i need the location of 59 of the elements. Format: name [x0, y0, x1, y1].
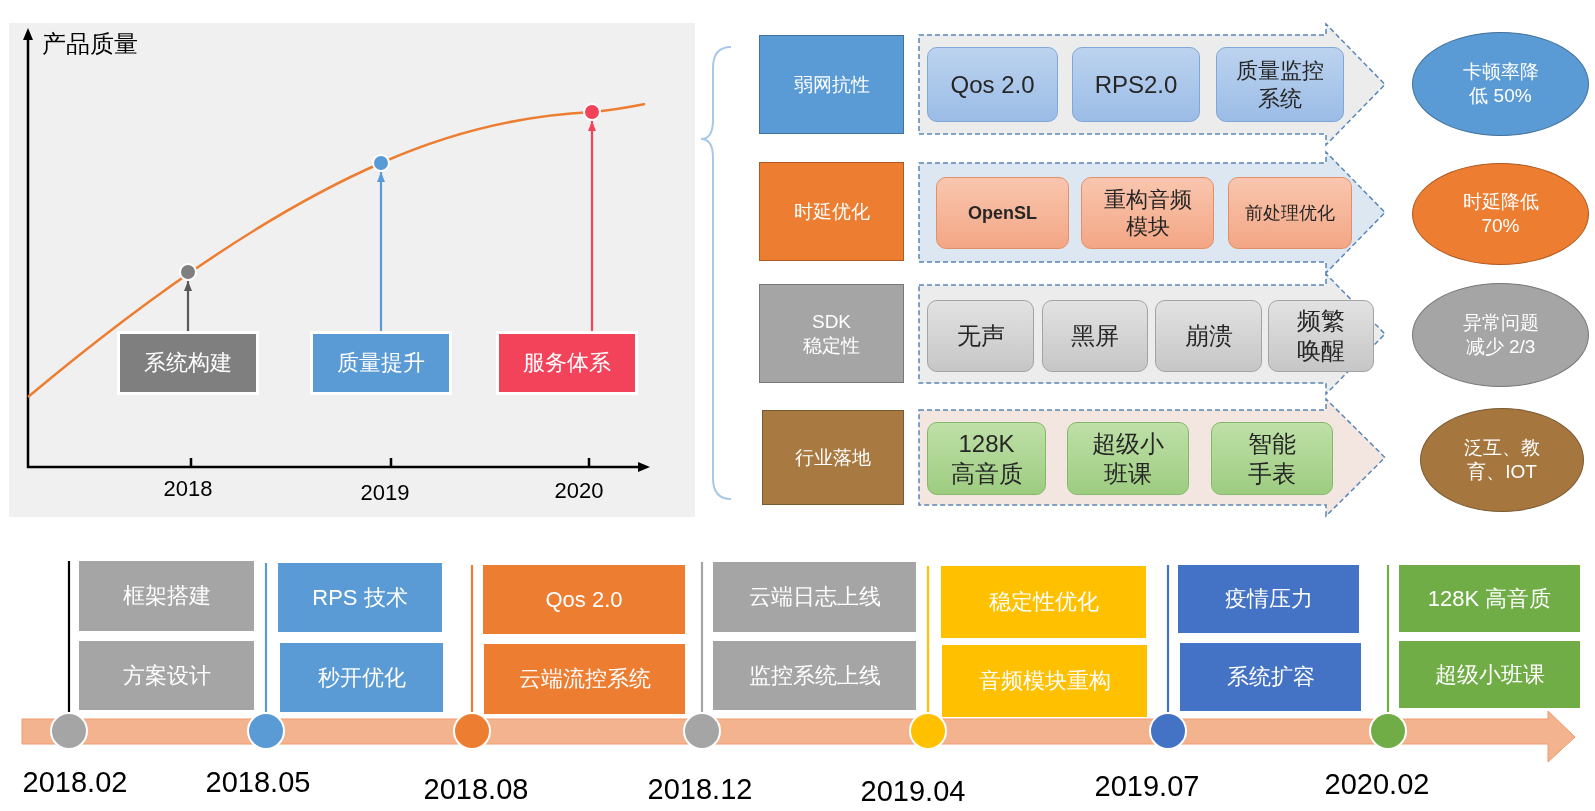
date-label: 2019.07: [1094, 772, 1200, 801]
milestone-box: 超级小班课: [1399, 641, 1580, 708]
result-ellipse: 时延降低 70%: [1412, 163, 1589, 265]
date-label: 2018.08: [423, 775, 529, 804]
result-ellipse: 异常问题减少 2/3: [1412, 283, 1589, 387]
stage-box: 系统构建: [117, 331, 259, 395]
feature-box: Qos 2.0: [927, 47, 1058, 122]
feature-box: 128K 高音质: [927, 422, 1046, 495]
milestone-box: 秒开优化: [280, 643, 443, 712]
result-ellipse: 泛互、教育、IOT: [1420, 408, 1584, 512]
milestone-box: 系统扩容: [1180, 643, 1361, 711]
category-box: 时延优化: [759, 162, 904, 261]
category-box: 行业落地: [762, 410, 904, 505]
feature-box: 重构音频模块: [1081, 177, 1214, 249]
milestone-box: 云端日志上线: [713, 562, 916, 632]
feature-box: 超级小班课: [1067, 422, 1189, 495]
axis-tick-label: 2019: [360, 482, 410, 504]
feature-box: 质量监控系统: [1216, 47, 1344, 122]
feature-box: 无声: [927, 300, 1034, 372]
result-ellipse: 卡顿率降低 50%: [1412, 32, 1589, 136]
milestone-box: 稳定性优化: [941, 566, 1146, 638]
arrow: [588, 121, 596, 331]
feature-box: 频繁唤醒: [1268, 300, 1374, 372]
date-label: 2018.02: [22, 768, 128, 797]
axis-title: 产品质量: [42, 32, 138, 56]
timeline-stem: [264, 563, 268, 712]
milestone-box: 云端流控系统: [484, 644, 685, 714]
arrow: [377, 172, 385, 331]
date-label: 2019.04: [860, 777, 966, 806]
feature-box: 前处理优化: [1228, 177, 1352, 249]
feature-box: OpenSL: [936, 177, 1069, 249]
timeline-stem: [1386, 565, 1390, 712]
feature-box: RPS2.0: [1072, 47, 1200, 122]
timeline-stem: [470, 565, 474, 712]
arrow: [184, 281, 192, 331]
timeline-stem: [67, 561, 71, 712]
milestone-box: 方案设计: [79, 641, 254, 710]
milestone-box: 音频模块重构: [942, 645, 1147, 717]
category-box: SDK 稳定性: [759, 284, 904, 383]
date-label: 2020.02: [1324, 770, 1430, 799]
date-label: 2018.12: [647, 775, 753, 804]
milestone-box: Qos 2.0: [483, 565, 685, 634]
feature-box: 智能手表: [1211, 422, 1333, 495]
feature-box: 黑屏: [1042, 300, 1148, 372]
milestone-box: 疫情压力: [1178, 565, 1359, 633]
timeline-stem: [926, 566, 930, 712]
axis-tick-label: 2020: [554, 480, 604, 502]
timeline-stem: [700, 562, 704, 712]
milestone-box: RPS 技术: [278, 563, 442, 632]
stage-box: 质量提升: [310, 331, 452, 395]
stage-box: 服务体系: [496, 331, 638, 395]
category-box: 弱网抗性: [759, 35, 904, 134]
axis-tick-label: 2018: [163, 478, 213, 500]
timeline-stem: [1166, 565, 1170, 712]
milestone-box: 监控系统上线: [713, 641, 916, 710]
feature-box: 崩溃: [1155, 300, 1262, 372]
milestone-box: 框架搭建: [79, 561, 254, 631]
milestone-box: 128K 高音质: [1399, 565, 1580, 632]
date-label: 2018.05: [205, 768, 311, 797]
